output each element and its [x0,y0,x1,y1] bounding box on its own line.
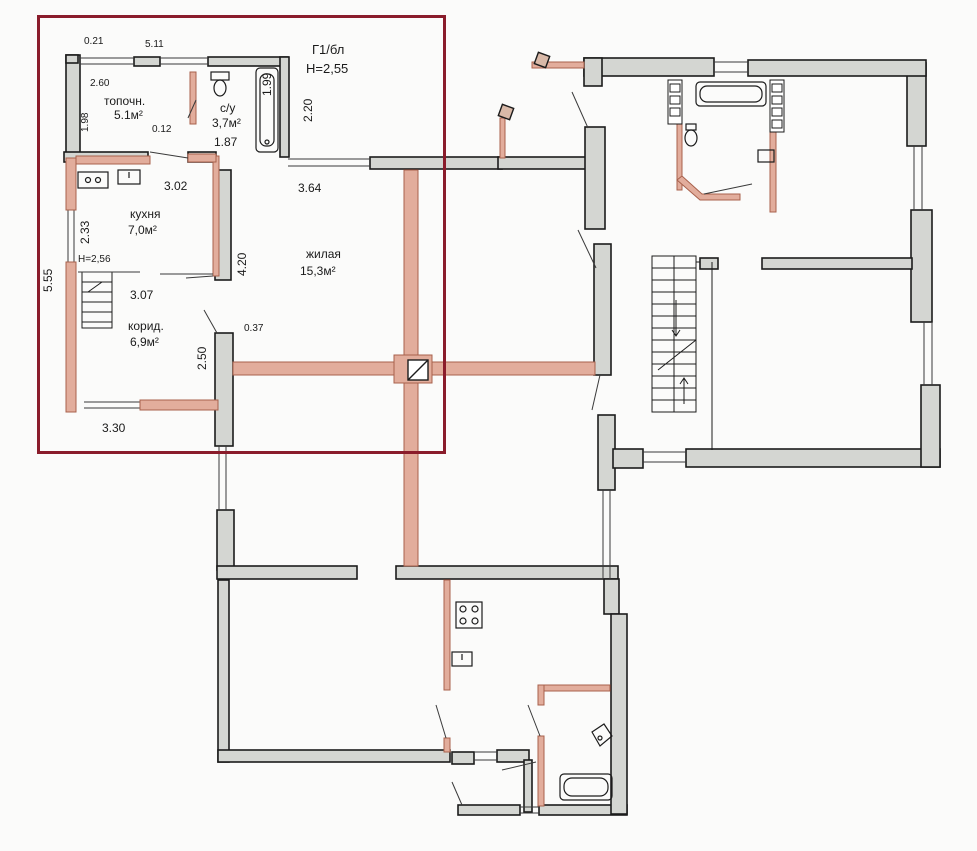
sink-icon [117,149,775,667]
dim-420: 4.20 [235,252,249,276]
dim-199: 1.99 [260,72,274,96]
dim-302: 3.02 [164,179,188,193]
room-living-name: жилая [306,247,341,261]
windows [67,57,933,814]
room-kitchen-name: кухня [130,207,161,221]
dim-330: 3.30 [102,421,126,435]
sheet-title: Г1/бл [312,42,344,57]
room-kitchen-area: 7,0м² [128,223,157,237]
dim-198: 1.98 [80,112,91,132]
dimension-labels: 0.21 5.11 2.60 1.98 1.99 0.12 1.87 2.20 … [41,36,322,435]
stove-icon [77,171,483,629]
vent-icon [497,51,551,121]
dim-187: 1.87 [214,135,238,149]
room-corridor-name: корид. [128,319,164,333]
dim-233: 2.33 [78,220,92,244]
dim-220: 2.20 [301,98,315,122]
room-living-area: 15,3м² [300,264,336,278]
room-furnace-name: топочн. [104,94,145,108]
dim-250: 2.50 [195,346,209,370]
dim-511: 5.11 [145,39,164,50]
dim-012: 0.12 [152,124,172,135]
room-kitchen-height: Н=2,56 [78,254,111,265]
dim-037: 0.37 [244,323,264,334]
highlight-frame [37,15,446,454]
curved-partition [676,175,741,201]
dim-555: 5.55 [41,268,55,292]
radiator-icon [667,79,785,133]
dim-260: 2.60 [90,78,110,89]
bathtub-icon [255,67,767,801]
sheet-height: Н=2,55 [306,61,348,76]
walls-existing [63,54,941,816]
room-bath-area: 3,7м² [212,116,241,130]
room-labels: топочн. 5.1м² с/у 3,7м² кухня 7,0м² Н=2,… [78,94,341,349]
room-corridor-area: 6,9м² [130,335,159,349]
walls-new [65,61,777,807]
dim-307: 3.07 [130,288,154,302]
dim-021: 0.21 [84,36,104,47]
sheet-labels: Г1/бл Н=2,55 [306,42,348,76]
chimney-icon [407,359,429,381]
dim-364: 3.64 [298,181,322,195]
room-bath-name: с/у [220,101,235,115]
door-swings [78,91,753,806]
toilet-icon [210,71,698,747]
room-furnace-area: 5.1м² [114,108,143,122]
stairs-icon [81,255,713,450]
